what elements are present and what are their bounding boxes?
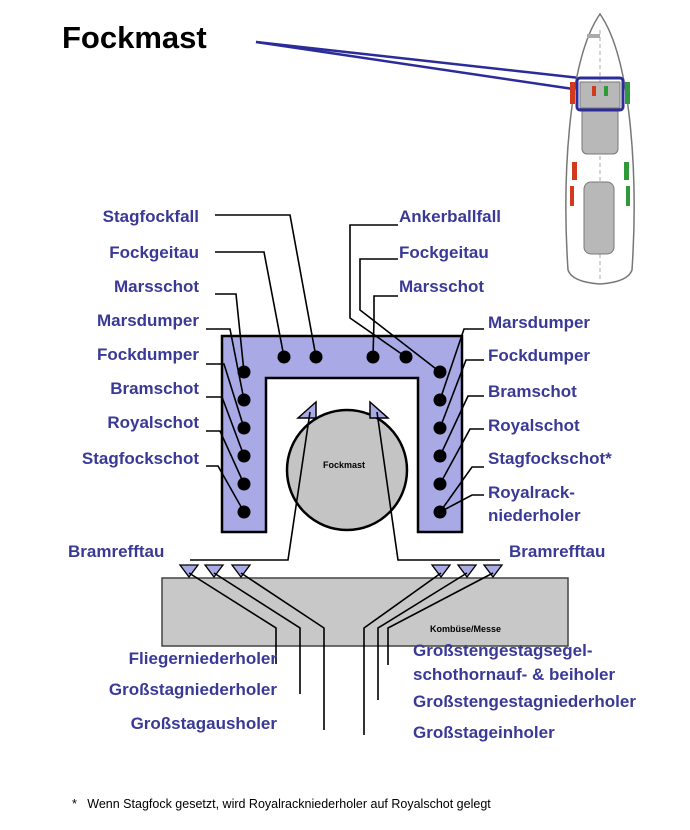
label-bramschot-left: Bramschot [110, 379, 199, 398]
label-grossstageinholer: Großstageinholer [413, 723, 555, 742]
label-stagfockschot-right: Stagfockschot* [488, 449, 612, 468]
label-marsschot-left: Marsschot [114, 277, 199, 296]
diagram-title: Fockmast [62, 20, 207, 55]
mast-label: Fockmast [323, 460, 365, 470]
label-fockgeitau-right: Fockgeitau [399, 243, 489, 262]
labels-bottom-right: Großstengestagsegel- schothornauf- & bei… [413, 641, 636, 742]
label-ankerballfall: Ankerballfall [399, 207, 501, 226]
label-bramrefftau-right: Bramrefftau [509, 542, 605, 561]
mast-block-left [296, 400, 317, 419]
footnote: * Wenn Stagfock gesetzt, wird Royalrackn… [72, 797, 491, 811]
label-bramschot-right: Bramschot [488, 382, 577, 401]
foremast [285, 408, 409, 532]
label-grossstengestagsegel-line2: schothornauf- & beiholer [413, 665, 616, 684]
label-fockgeitau-left: Fockgeitau [109, 243, 199, 262]
labels-right: Marsdumper Fockdumper Bramschot Royalsch… [488, 313, 612, 525]
label-bramrefftau-left: Bramrefftau [68, 542, 164, 561]
title-pointer-lines [255, 40, 581, 92]
label-marsdumper-left: Marsdumper [97, 311, 199, 330]
belaying-pin [237, 505, 251, 519]
label-marsdumper-right: Marsdumper [488, 313, 590, 332]
leader-lines [188, 214, 500, 735]
labels-bottom-left: Fliegerniederholer Großstagniederholer G… [109, 649, 278, 733]
deckhouse-label: Kombüse/Messe [430, 624, 501, 634]
label-stagfockschot-left: Stagfockschot [82, 449, 199, 468]
ship-overview-icon [565, 12, 635, 285]
label-royalrack-line1: Royalrack- [488, 483, 575, 502]
label-royalschot-left: Royalschot [107, 413, 199, 432]
label-grossstagniederholer: Großstagniederholer [109, 680, 278, 699]
label-fockdumper-left: Fockdumper [97, 345, 199, 364]
label-grossstagausholer: Großstagausholer [131, 714, 278, 733]
label-marsschot-right: Marsschot [399, 277, 484, 296]
label-royalschot-right: Royalschot [488, 416, 580, 435]
label-fliegerniederholer: Fliegerniederholer [129, 649, 278, 668]
label-grossstengestagniederholer: Großstengestagniederholer [413, 692, 636, 711]
mast-block-right [369, 400, 390, 419]
label-grossstengestagsegel-line1: Großstengestagsegel- [413, 641, 593, 660]
labels-left: Stagfockfall Fockgeitau Marsschot Marsdu… [82, 207, 200, 468]
deckhouse [161, 577, 569, 647]
label-royalrack-line2: niederholer [488, 506, 581, 525]
label-stagfockfall: Stagfockfall [103, 207, 199, 226]
deck-blocks [178, 564, 504, 579]
label-fockdumper-right: Fockdumper [488, 346, 590, 365]
labels-right-top: Ankerballfall Fockgeitau Marsschot [399, 207, 501, 296]
